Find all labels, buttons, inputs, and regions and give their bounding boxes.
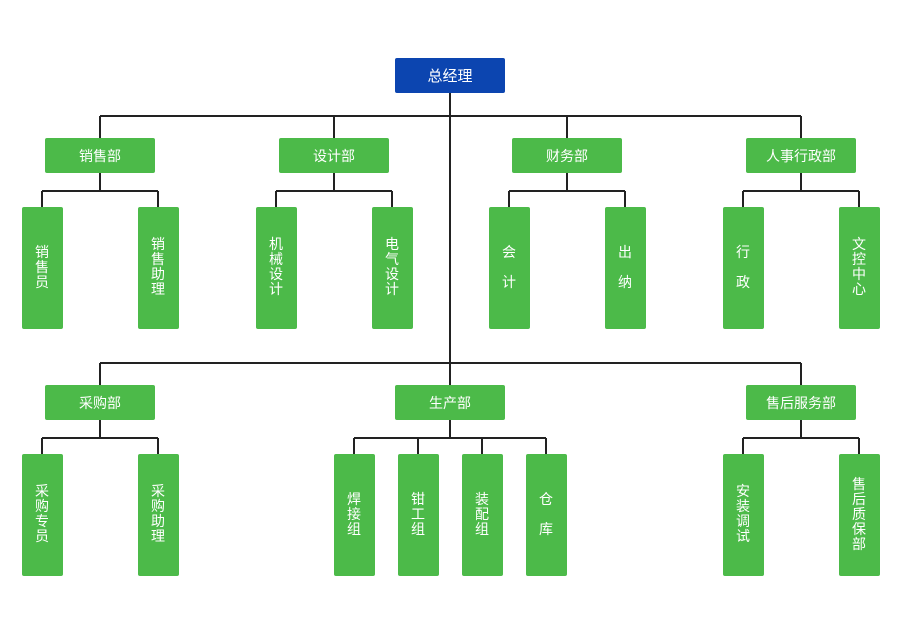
sub-unit-label: 采购助理	[151, 484, 165, 545]
sub-unit-node: 电气设计	[371, 207, 413, 329]
department-label: 售后服务部	[766, 395, 836, 412]
sub-unit-label: 仓库	[539, 492, 553, 538]
department-label: 人事行政部	[766, 148, 836, 165]
department-label: 设计部	[313, 148, 355, 165]
sub-unit-node: 钳工组	[397, 454, 439, 576]
department-label: 生产部	[429, 395, 471, 412]
department-label: 采购部	[79, 395, 121, 412]
sub-unit-label: 销售员	[35, 244, 49, 291]
sub-unit-label: 机械设计	[269, 237, 283, 298]
root-node-label: 总经理	[427, 67, 473, 85]
department-label: 财务部	[546, 148, 588, 165]
sub-unit-label: 文控中心	[852, 237, 866, 298]
sub-unit-node: 行政	[722, 207, 764, 329]
sub-unit-node: 采购专员	[21, 454, 63, 576]
department-node: 生产部	[395, 385, 505, 420]
sub-unit-node: 销售助理	[137, 207, 179, 329]
department-label: 销售部	[79, 148, 121, 165]
sub-unit-node: 会计	[488, 207, 530, 329]
sub-unit-label: 采购专员	[35, 484, 49, 545]
sub-unit-node: 机械设计	[255, 207, 297, 329]
sub-unit-node: 焊接组	[333, 454, 375, 576]
sub-unit-label: 安装调试	[736, 484, 750, 545]
department-node: 采购部	[45, 385, 155, 420]
sub-unit-node: 出纳	[604, 207, 646, 329]
department-node: 人事行政部	[746, 138, 856, 173]
sub-unit-label: 出纳	[618, 245, 632, 291]
sub-unit-label: 装配组	[475, 491, 489, 538]
root-node-general-manager: 总经理	[395, 58, 505, 93]
sub-unit-node: 安装调试	[722, 454, 764, 576]
sub-unit-node: 装配组	[461, 454, 503, 576]
sub-unit-node: 销售员	[21, 207, 63, 329]
sub-unit-label: 会计	[502, 245, 516, 291]
sub-unit-label: 销售助理	[151, 237, 165, 298]
department-node: 设计部	[279, 138, 389, 173]
department-node: 销售部	[45, 138, 155, 173]
sub-unit-label: 售后质保部	[852, 476, 866, 553]
sub-unit-node: 文控中心	[838, 207, 880, 329]
department-node: 售后服务部	[746, 385, 856, 420]
sub-unit-node: 采购助理	[137, 454, 179, 576]
sub-unit-label: 行政	[736, 245, 750, 291]
sub-unit-label: 钳工组	[411, 491, 425, 538]
sub-unit-label: 焊接组	[347, 491, 361, 538]
department-node: 财务部	[512, 138, 622, 173]
sub-unit-node: 售后质保部	[838, 454, 880, 576]
sub-unit-node: 仓库	[525, 454, 567, 576]
sub-unit-label: 电气设计	[385, 237, 399, 298]
